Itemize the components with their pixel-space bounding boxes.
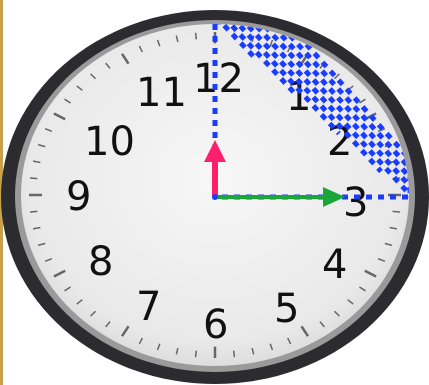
- numeral-11: 11: [136, 70, 187, 116]
- numeral-9: 9: [66, 174, 91, 220]
- minute-tick: [393, 211, 400, 212]
- numeral-8: 8: [88, 239, 113, 285]
- numeral-7: 7: [136, 284, 161, 330]
- minute-tick: [30, 178, 37, 179]
- numeral-4: 4: [322, 242, 347, 288]
- numeral-3: 3: [343, 180, 368, 226]
- numeral-6: 6: [203, 302, 228, 348]
- numeral-5: 5: [274, 286, 299, 332]
- minute-tick: [196, 33, 197, 39]
- numeral-12: 12: [193, 56, 244, 102]
- minute-tick: [30, 211, 37, 212]
- minute-tick: [234, 351, 235, 357]
- minute-tick: [196, 351, 197, 357]
- numeral-10: 10: [84, 119, 135, 165]
- hand-pivot: [212, 194, 218, 200]
